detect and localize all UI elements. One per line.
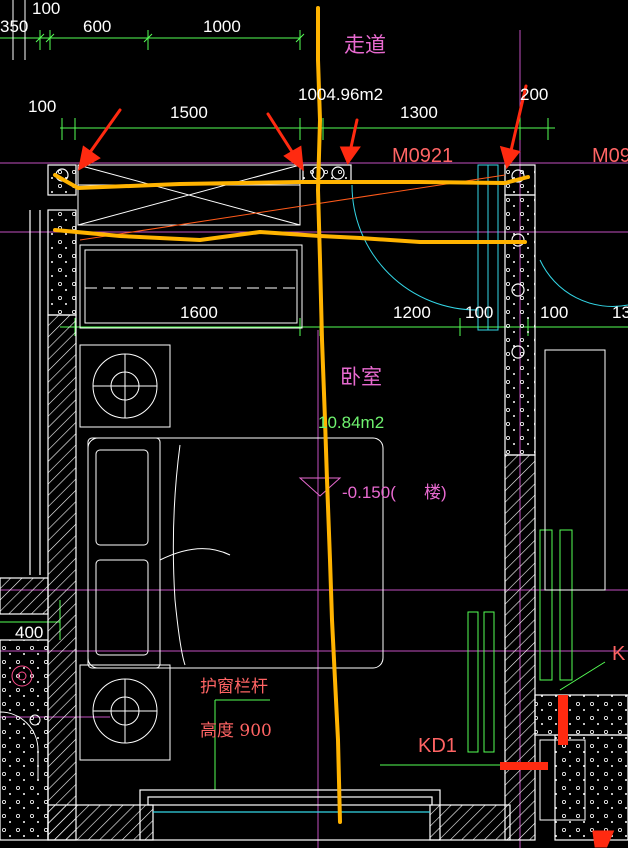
wardrobe [79, 244, 303, 329]
dim-top-350: 350 [0, 17, 28, 36]
dim-top-100: 100 [32, 0, 60, 18]
left-side-drain [0, 711, 41, 780]
dim-second-200: 200 [520, 85, 548, 104]
arrow-icon-5 [592, 830, 615, 848]
left-side-objects [11, 665, 33, 687]
dim-top-1000: 1000 [203, 17, 241, 36]
arrow-icon-1 [84, 108, 122, 160]
top-grid-lines [12, 0, 26, 60]
dim-middle-100b: 100 [540, 303, 568, 322]
markup-strokes [53, 6, 530, 824]
bedroom-label: 卧室 [340, 365, 382, 389]
dimension-lines [0, 30, 628, 790]
elevation-note: 楼) [424, 483, 447, 502]
elevation-value: -0.150( [342, 483, 396, 502]
bed-furniture [79, 344, 384, 761]
dim-second-100: 100 [28, 97, 56, 116]
dim-middle-1200: 1200 [393, 303, 431, 322]
right-wall [504, 194, 628, 841]
window-guard-title: 护窗栏杆 [200, 677, 268, 697]
red-arrows [77, 84, 615, 848]
wall-columns-top [47, 164, 536, 196]
diagonal-reference-line [79, 174, 506, 241]
left-wall [0, 209, 77, 841]
dim-middle-100a: 100 [465, 303, 493, 322]
kd-marker [500, 695, 568, 770]
dim-second-1500: 1500 [170, 103, 208, 122]
dim-middle-1600: 1600 [180, 303, 218, 322]
corridor-label: 走道 [344, 33, 386, 57]
kd-right-label: K [612, 643, 626, 665]
right-fixtures [467, 349, 606, 821]
dim-left-400: 400 [15, 623, 43, 642]
window-guard-height: 高度 900 [200, 721, 272, 741]
dim-second-1300: 1300 [400, 103, 438, 122]
kd1-label: KD1 [418, 735, 457, 757]
arrow-icon-2 [266, 112, 298, 160]
dim-top-600: 600 [83, 17, 111, 36]
arrow-icon-4 [508, 84, 528, 157]
door-swing [351, 164, 628, 331]
dim-second-area: 1004.96m2 [298, 85, 383, 104]
bedroom-area: 10.84m2 [318, 413, 384, 432]
dim-right-13: 13 [612, 303, 628, 322]
door-label-m09: M09 [592, 145, 628, 167]
bottom-wall [47, 789, 511, 841]
door-label-m0921: M0921 [392, 145, 453, 167]
